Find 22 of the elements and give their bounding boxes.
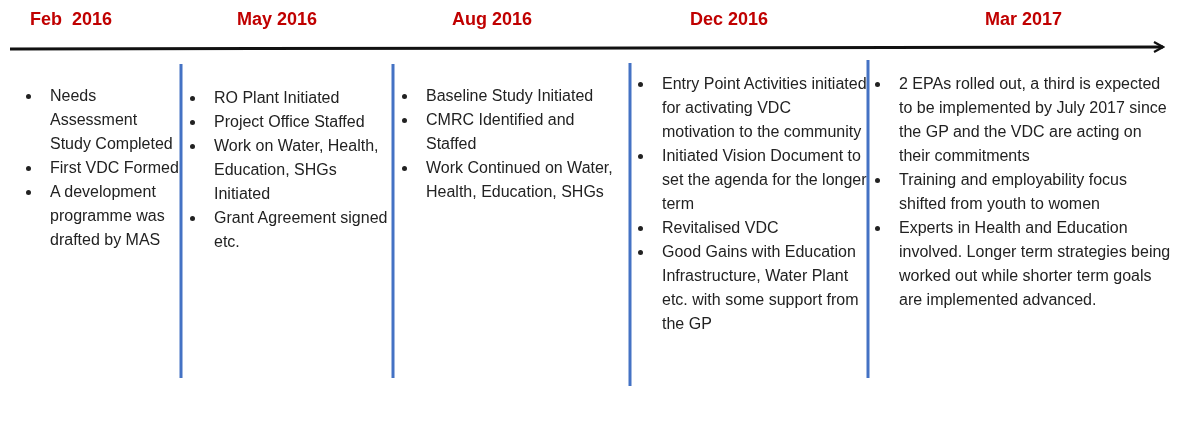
milestone-text: First VDC Formed	[50, 158, 180, 178]
milestone-text: Grant Agreement signed etc.	[214, 208, 389, 252]
milestone-text: Good Gains with Education Infrastructure, Water Plant etc. with some support from the GP	[662, 242, 860, 334]
milestone-text: RO Plant Initiated	[214, 88, 341, 108]
milestone-text: Entry Point Activities initiated for activating VDC motivation to the community	[662, 74, 867, 142]
milestone-text: Experts in Health and Education involved. Longer term strategies being worked out while shorter term goals are implemented advanced.	[899, 218, 1172, 310]
milestone-text: Work on Water, Health, Education, SHGs Initiated	[214, 136, 380, 204]
date-label: Feb 2016	[30, 9, 113, 30]
milestone-text: Needs Assessment Study Completed	[50, 86, 174, 154]
milestone-text: Revitalised VDC	[662, 218, 780, 238]
date-label: Mar 2017	[985, 9, 1063, 30]
milestone-text: Training and employability focus shifted from youth to women	[899, 170, 1128, 214]
milestone-text: A development programme was drafted by MAS	[50, 182, 166, 250]
date-label: Aug 2016	[452, 9, 533, 30]
milestone-text: Baseline Study Initiated	[426, 86, 595, 106]
milestone-text: Project Office Staffed	[214, 112, 366, 132]
date-label: Dec 2016	[690, 9, 769, 30]
milestone-text: CMRC Identified and Staffed	[426, 110, 576, 154]
date-label: May 2016	[237, 9, 318, 30]
milestone-text: 2 EPAs rolled out, a third is expected to be implemented by July 2017 since the GP and the VDC are acting on their commitments	[899, 74, 1168, 166]
milestone-text: Initiated Vision Document to set the agenda for the longer term	[662, 146, 867, 214]
milestone-text: Work Continued on Water, Health, Education, SHGs	[426, 158, 614, 202]
